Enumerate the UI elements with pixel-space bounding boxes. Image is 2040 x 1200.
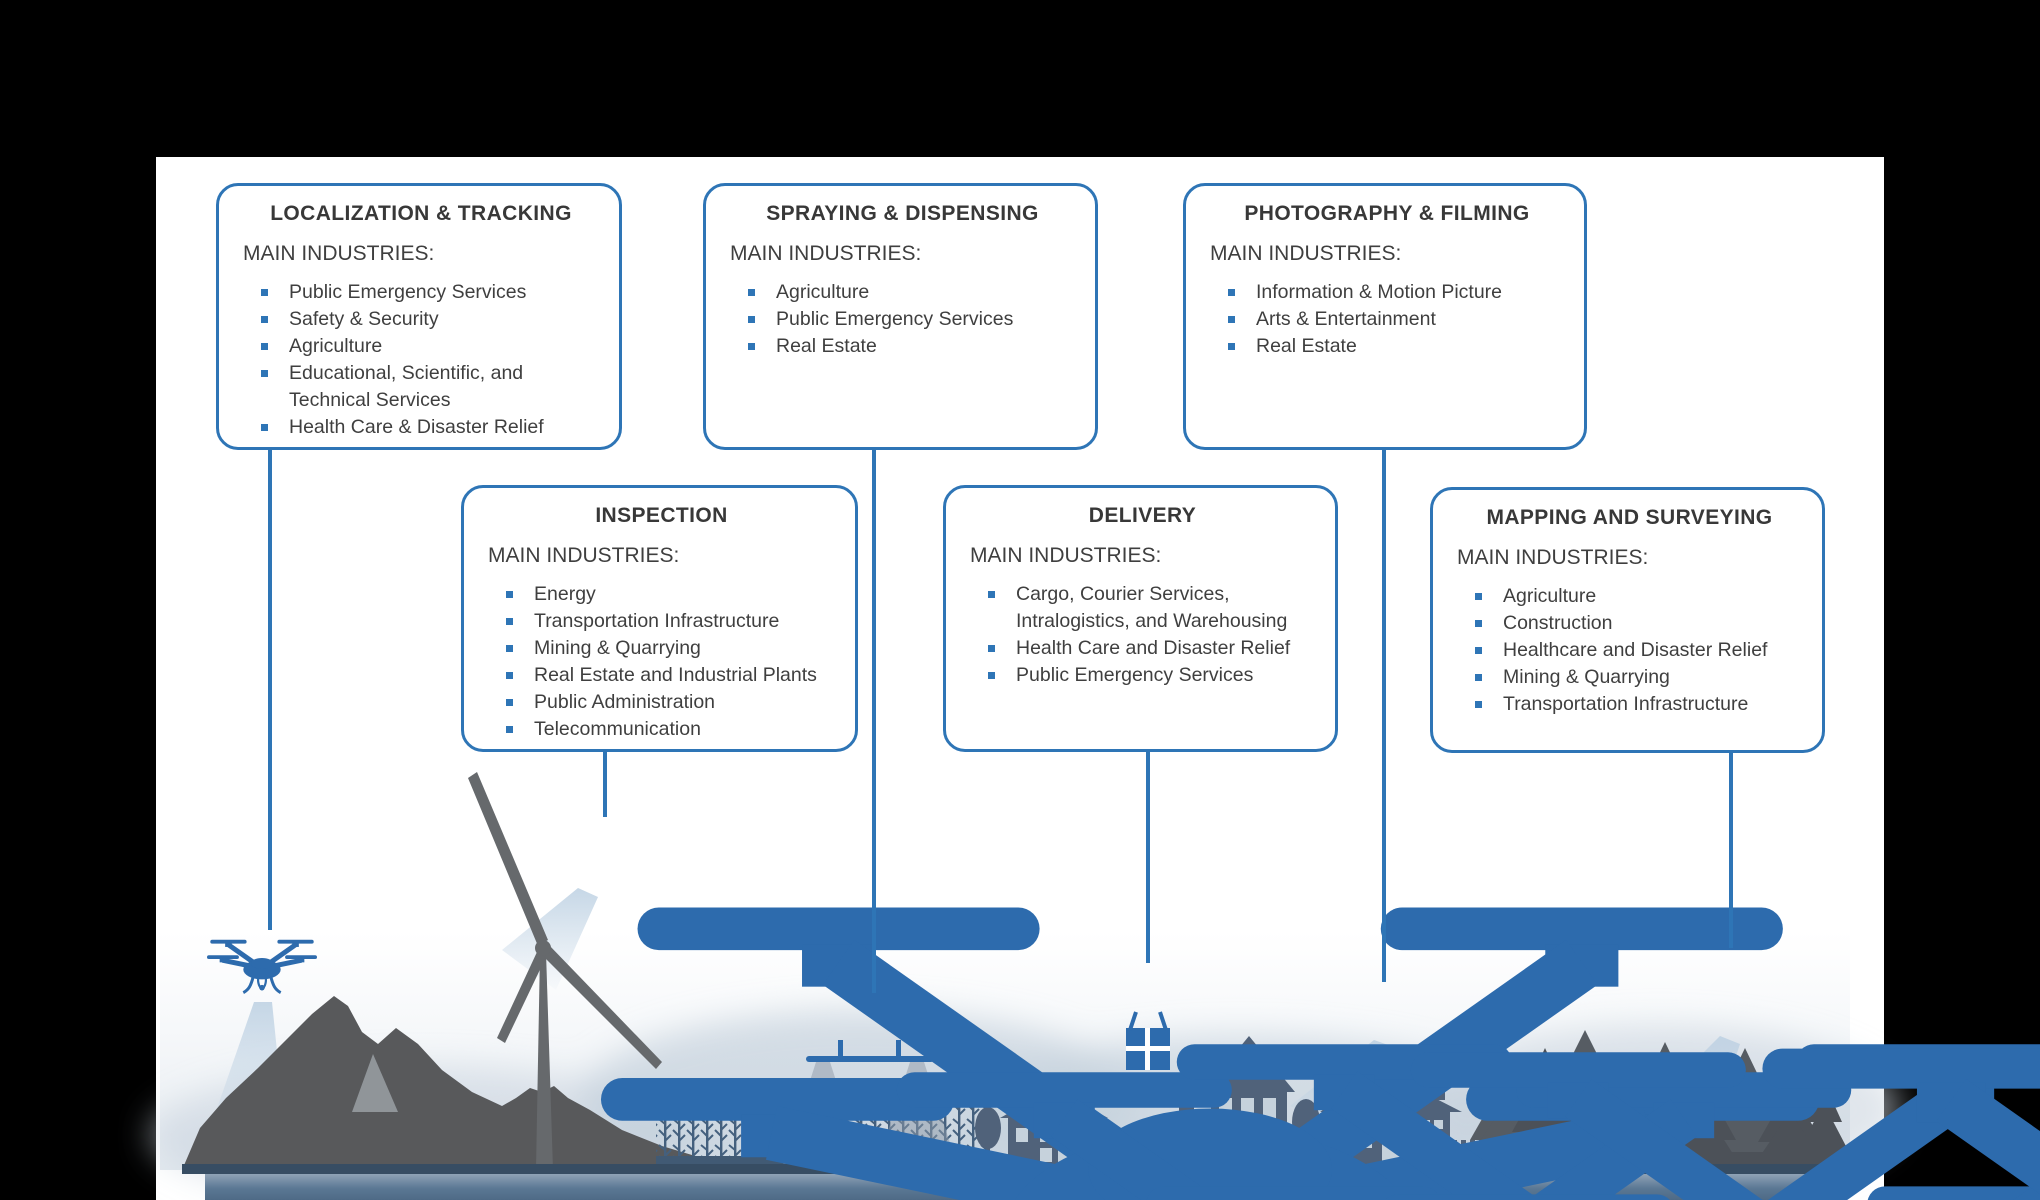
card-title: SPRAYING & DISPENSING <box>766 202 1039 225</box>
card-title: DELIVERY <box>1088 504 1197 527</box>
card-title: INSPECTION <box>595 504 728 527</box>
industry-item: Safety & Security <box>261 306 599 333</box>
industry-item: Transportation Infrastructure <box>1475 691 1802 718</box>
industry-item: Health Care and Disaster Relief <box>988 635 1315 662</box>
connector-localization <box>268 450 272 930</box>
industry-item: Agriculture <box>1475 583 1802 610</box>
card-photography-filming: PHOTOGRAPHY & FILMING MAIN INDUSTRIES: I… <box>1183 183 1587 450</box>
mountain-silhouette <box>182 996 740 1170</box>
card-delivery: DELIVERY MAIN INDUSTRIES: Cargo, Courier… <box>943 485 1338 752</box>
industry-item: Energy <box>506 581 835 608</box>
industry-item: Educational, Scientific, and Technical S… <box>261 360 599 414</box>
card-localization-tracking: LOCALIZATION & TRACKING MAIN INDUSTRIES:… <box>216 183 622 450</box>
connector-spraying <box>872 450 876 993</box>
card-spraying-dispensing: SPRAYING & DISPENSING MAIN INDUSTRIES: A… <box>703 183 1098 450</box>
industry-item: Telecommunication <box>506 716 835 743</box>
industry-item: Mining & Quarrying <box>506 635 835 662</box>
industry-item: Agriculture <box>261 333 599 360</box>
industry-item: Public Emergency Services <box>261 279 599 306</box>
card-subtitle: MAIN INDUSTRIES: <box>488 544 680 567</box>
card-title: PHOTOGRAPHY & FILMING <box>1244 202 1530 225</box>
industry-item: Real Estate <box>748 333 1075 360</box>
card-subtitle: MAIN INDUSTRIES: <box>1457 546 1649 569</box>
connector-photography <box>1382 450 1386 982</box>
card-subtitle: MAIN INDUSTRIES: <box>970 544 1162 567</box>
connector-inspection <box>603 750 607 817</box>
industry-item: Health Care & Disaster Relief <box>261 414 599 441</box>
connector-mapping <box>1729 752 1733 948</box>
industry-item: Information & Motion Picture <box>1228 279 1564 306</box>
industry-item: Public Administration <box>506 689 835 716</box>
connector-delivery <box>1146 750 1150 963</box>
card-mapping-surveying: MAPPING AND SURVEYING MAIN INDUSTRIES: A… <box>1430 487 1825 753</box>
wind-turbine <box>468 772 662 1170</box>
card-subtitle: MAIN INDUSTRIES: <box>1210 242 1402 265</box>
industry-item: Real Estate and Industrial Plants <box>506 662 835 689</box>
distant-peak <box>352 1054 398 1112</box>
industry-item: Public Emergency Services <box>748 306 1075 333</box>
inspection-drone-beam <box>502 888 598 990</box>
industry-list: Cargo, Courier Services, Intralogistics,… <box>970 581 1315 689</box>
industry-item: Real Estate <box>1228 333 1564 360</box>
industry-item: Public Emergency Services <box>988 662 1315 689</box>
industry-item: Agriculture <box>748 279 1075 306</box>
industry-item: Mining & Quarrying <box>1475 664 1802 691</box>
delivery-drone <box>1126 1011 2040 1200</box>
card-title: MAPPING AND SURVEYING <box>1486 506 1773 529</box>
card-subtitle: MAIN INDUSTRIES: <box>243 242 435 265</box>
industry-item: Healthcare and Disaster Relief <box>1475 637 1802 664</box>
card-subtitle: MAIN INDUSTRIES: <box>730 242 922 265</box>
industry-item: Construction <box>1475 610 1802 637</box>
industry-item: Transportation Infrastructure <box>506 608 835 635</box>
card-title: LOCALIZATION & TRACKING <box>270 202 572 225</box>
industry-item: Arts & Entertainment <box>1228 306 1564 333</box>
industry-item: Cargo, Courier Services, Intralogistics,… <box>988 581 1315 635</box>
